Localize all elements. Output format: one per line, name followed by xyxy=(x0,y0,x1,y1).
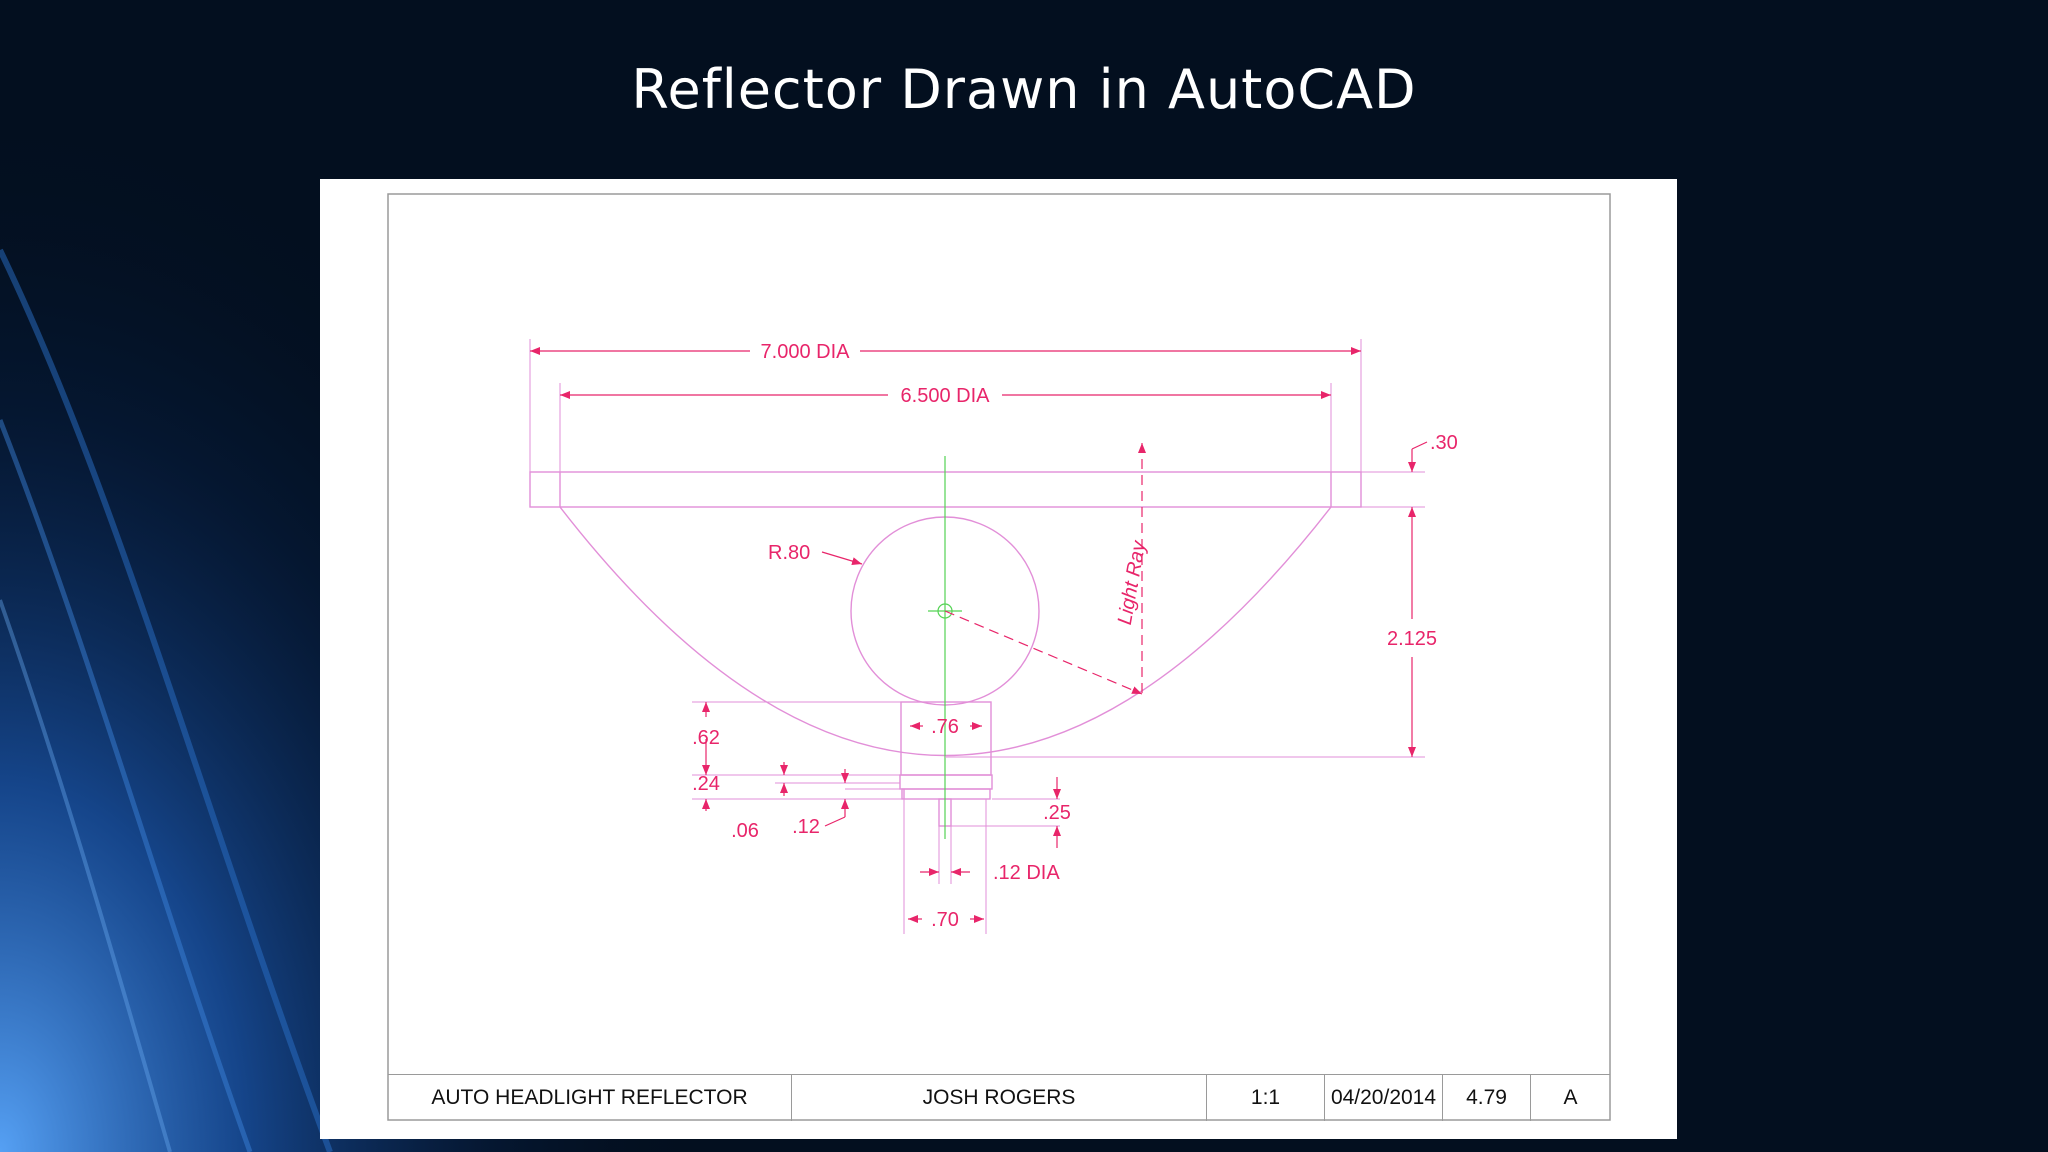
dim-neck-width: .76 xyxy=(931,716,959,738)
dim-ring-height: .12 xyxy=(792,816,820,838)
dim-pin-length: .25 xyxy=(1043,802,1071,824)
dim-pin-dia: .12 DIA xyxy=(993,862,1060,884)
title-block-scale: 1:1 xyxy=(1207,1075,1325,1121)
cad-drawing: 7.000 DIA 6.500 DIA .30 2.125 R.80 Light… xyxy=(387,193,1611,1121)
dim-bulb-radius: R.80 xyxy=(768,542,810,564)
dimension-texts: 7.000 DIA 6.500 DIA .30 2.125 R.80 Light… xyxy=(692,341,1458,931)
dimension-lines xyxy=(530,347,1428,923)
dim-inner-dia: 6.500 DIA xyxy=(901,385,991,407)
title-block-drawn-by: JOSH ROGERS xyxy=(792,1075,1207,1121)
dim-base-height: .62 xyxy=(692,727,720,749)
title-block-revision: A xyxy=(1563,1086,1578,1109)
dim-base-width: .70 xyxy=(931,909,959,931)
dim-collar-height: .24 xyxy=(692,773,720,795)
dim-outer-dia: 7.000 DIA xyxy=(761,341,851,363)
slide-title: Reflector Drawn in AutoCAD xyxy=(631,58,1417,121)
drawing-sheet: 7.000 DIA 6.500 DIA .30 2.125 R.80 Light… xyxy=(320,179,1677,1139)
dim-rim-thickness: .30 xyxy=(1430,432,1458,454)
drawing-border xyxy=(387,193,1611,1121)
title-block-number: 4.79 xyxy=(1443,1075,1531,1121)
dim-depth: 2.125 xyxy=(1387,628,1437,650)
centerlines xyxy=(928,456,962,839)
collar-bottom xyxy=(901,788,991,800)
label-light-ray: Light Ray xyxy=(1114,538,1151,626)
title-block: AUTO HEADLIGHT REFLECTOR JOSH ROGERS 1:1… xyxy=(388,1074,1610,1121)
dim-ring-offset: .06 xyxy=(731,820,759,842)
collar-top xyxy=(899,774,993,790)
extension-lines xyxy=(529,339,1425,934)
neck xyxy=(900,701,992,776)
title-block-date: 04/20/2014 xyxy=(1325,1075,1443,1121)
title-block-part-name: AUTO HEADLIGHT REFLECTOR xyxy=(388,1075,792,1121)
